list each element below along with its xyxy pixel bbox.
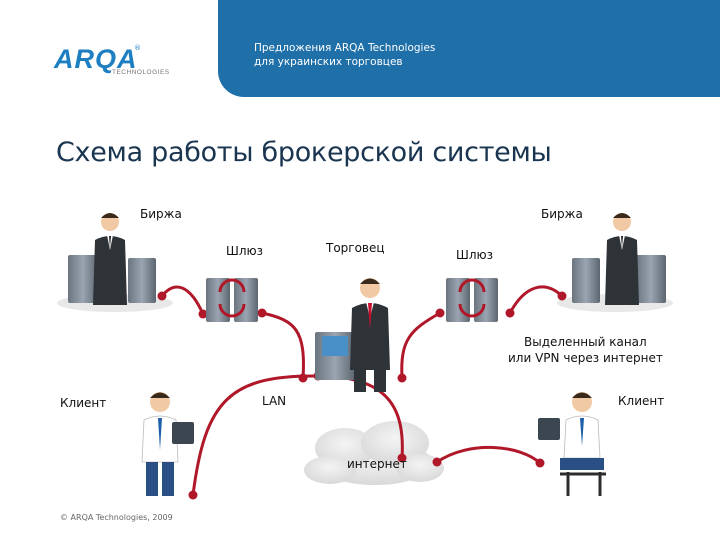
exchange-left	[68, 213, 156, 305]
link-gateway-trader-left	[260, 311, 305, 380]
client-right	[538, 392, 606, 496]
label-client-left: Клиент	[60, 396, 107, 410]
exchange-left-person-icon	[93, 213, 127, 305]
arqa-logo: ARQA ® TECHNOLOGIES	[54, 44, 184, 84]
link-client-left-trader	[191, 374, 320, 497]
trader	[315, 278, 390, 392]
label-exchange-left: Биржа	[140, 207, 182, 221]
footer-copyright: © ARQA Technologies, 2009	[60, 513, 173, 522]
trader-person-icon	[350, 278, 390, 392]
client-left-laptop-icon	[172, 422, 194, 444]
label-internet: интернет	[347, 457, 407, 471]
exchange-right	[572, 213, 666, 305]
label-dedicated-channel-2: или VPN через интернет	[508, 351, 663, 365]
client-right-person-icon	[560, 392, 604, 470]
page-title: Схема работы брокерской системы	[56, 137, 552, 168]
client-right-chair-icon	[560, 472, 606, 496]
label-gateway-right: Шлюз	[456, 248, 493, 262]
label-gateway-left: Шлюз	[226, 244, 263, 258]
gateway-right	[446, 278, 498, 322]
header-band	[218, 0, 720, 97]
link-trader-gateway-right	[400, 311, 442, 380]
gateway-left	[206, 278, 258, 322]
logo-registered: ®	[134, 44, 141, 52]
logo-sub: TECHNOLOGIES	[112, 69, 170, 76]
client-left	[141, 392, 194, 496]
header-line-2: для украинских торговцев	[254, 56, 403, 68]
client-left-person-icon	[141, 392, 179, 496]
link-gateway-exchange-right	[508, 285, 564, 315]
label-client-right: Клиент	[618, 394, 665, 408]
label-lan: LAN	[262, 394, 287, 408]
link-exchange-gateway-left	[160, 285, 205, 316]
connection-links	[160, 285, 564, 497]
label-trader: Торговец	[326, 241, 385, 255]
link-internet-client-right	[435, 445, 542, 465]
gateway-right-sync-icon	[458, 278, 486, 318]
exchange-right-person-icon	[605, 213, 639, 305]
header-line-1: Предложения ARQA Technologies	[254, 42, 436, 54]
internet-cloud	[304, 421, 444, 485]
header-text: Предложения ARQA Technologies для украин…	[254, 41, 435, 69]
gateway-left-sync-icon	[218, 278, 246, 318]
logo-mark: ARQA	[54, 44, 138, 74]
client-right-laptop-icon	[538, 418, 560, 440]
label-dedicated-channel: Выделенный канал	[524, 335, 647, 349]
label-exchange-right: Биржа	[541, 207, 583, 221]
